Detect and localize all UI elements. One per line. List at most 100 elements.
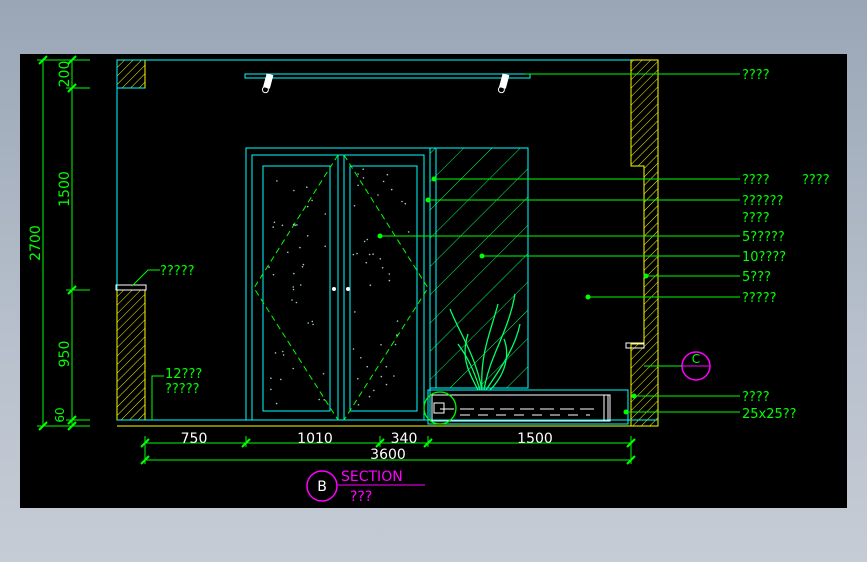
dim-v-200: 200 — [57, 61, 73, 88]
glass-speck — [377, 194, 379, 196]
glass-speck — [357, 404, 360, 406]
glass-speck — [352, 348, 355, 350]
glass-speck — [388, 279, 391, 282]
glass-speck — [380, 344, 382, 346]
glass-speck — [270, 388, 272, 391]
elevation-marker-c[interactable]: C — [644, 351, 711, 381]
glass-speck — [302, 263, 305, 266]
glass-speck — [323, 399, 326, 401]
glass-speck — [385, 365, 388, 368]
dim-h-1010: 1010 — [297, 431, 333, 447]
cad-viewport[interactable]: 200 1500 950 60 2700 750 1010 340 1500 3… — [20, 54, 847, 508]
glass-speck — [362, 168, 365, 170]
glass-speck — [272, 273, 275, 276]
glass-speck — [306, 235, 309, 237]
dim-h-750: 750 — [181, 431, 208, 447]
glass-speck — [372, 253, 374, 255]
glass-speck — [291, 299, 293, 301]
section-letter: B — [317, 479, 327, 495]
glass-speck — [366, 238, 369, 241]
track-light — [244, 73, 531, 94]
glass-speck — [294, 224, 297, 226]
callout-5mm: 5??? — [742, 270, 771, 285]
callout-frame-2: ???? — [742, 211, 770, 226]
glass-speck — [356, 252, 358, 255]
glass-panel — [429, 147, 529, 389]
glass-speck — [390, 188, 393, 191]
glass-speck — [292, 286, 295, 288]
glass-speck — [276, 180, 278, 182]
glass-speck — [270, 377, 272, 380]
dim-h-1500: 1500 — [517, 431, 553, 447]
dim-v-950: 950 — [57, 341, 73, 368]
glass-speck — [396, 334, 398, 336]
double-door — [245, 147, 431, 421]
plant — [449, 293, 521, 391]
glass-speck — [385, 383, 388, 386]
glass-speck — [299, 284, 302, 286]
glass-speck — [404, 202, 407, 205]
detail-circle[interactable] — [423, 391, 457, 425]
glass-speck — [301, 266, 304, 268]
glass-speck — [381, 266, 384, 269]
glass-speck — [281, 224, 284, 227]
glass-speck — [292, 223, 295, 226]
glass-speck — [354, 311, 356, 313]
glass-speck — [396, 320, 399, 322]
glass-speck — [287, 251, 289, 254]
glass-speck — [312, 323, 314, 326]
glass-speck — [296, 224, 298, 226]
dim-h-340: 340 — [391, 431, 418, 447]
glass-speck — [293, 189, 295, 192]
section-subtitle: ??? — [350, 489, 372, 505]
callout-glass-5: 5????? — [742, 230, 785, 245]
glass-speck — [273, 221, 276, 224]
glass-speck — [280, 378, 282, 381]
glass-speck — [352, 253, 355, 256]
glass-speck — [268, 266, 270, 268]
glass-speck — [368, 395, 371, 398]
leader-lines-left — [131, 269, 164, 420]
vertical-dimensions — [37, 55, 90, 431]
glass-speck — [401, 200, 403, 203]
glass-speck — [369, 284, 372, 286]
glass-speck — [292, 288, 295, 291]
planter-box — [423, 389, 629, 425]
glass-speck — [275, 402, 278, 405]
callout-skirting: ????? — [165, 382, 200, 397]
leader-lines-right — [377, 73, 740, 415]
left-wall — [115, 59, 147, 421]
glass-speck — [311, 320, 314, 323]
glass-speck — [379, 258, 382, 260]
glass-speck — [407, 231, 410, 233]
section-marker[interactable]: B SECTION ??? — [306, 469, 425, 505]
glass-speck — [307, 322, 310, 324]
glass-speck — [324, 245, 327, 248]
glass-speck — [393, 375, 395, 377]
glass-speck — [357, 377, 359, 380]
elevation-letter: C — [692, 352, 700, 366]
glass-speck — [360, 357, 362, 359]
callout-frame: ?????? — [742, 194, 783, 209]
callout-track-light: ???? — [742, 68, 770, 83]
glass-speck — [299, 246, 301, 249]
section-drawing: 200 1500 950 60 2700 750 1010 340 1500 3… — [28, 55, 830, 505]
glass-speck — [322, 373, 325, 375]
callout-material-a: ???? — [742, 173, 770, 188]
glass-speck — [306, 186, 308, 188]
glass-speck — [353, 205, 356, 207]
right-wall — [625, 59, 659, 427]
glass-speck — [382, 180, 385, 183]
glass-speck — [324, 213, 327, 215]
glass-speck — [282, 354, 285, 356]
glass-speck — [357, 184, 359, 187]
glass-speck — [394, 343, 397, 346]
callout-12mm: 12??? — [165, 367, 202, 382]
glass-speck — [293, 272, 295, 275]
callout-25x25: 25x25?? — [742, 407, 797, 422]
glass-speck — [386, 173, 389, 176]
glass-speck — [357, 173, 359, 175]
glass-speck — [388, 273, 391, 275]
section-title: SECTION — [341, 469, 403, 485]
glass-speck — [373, 389, 375, 392]
